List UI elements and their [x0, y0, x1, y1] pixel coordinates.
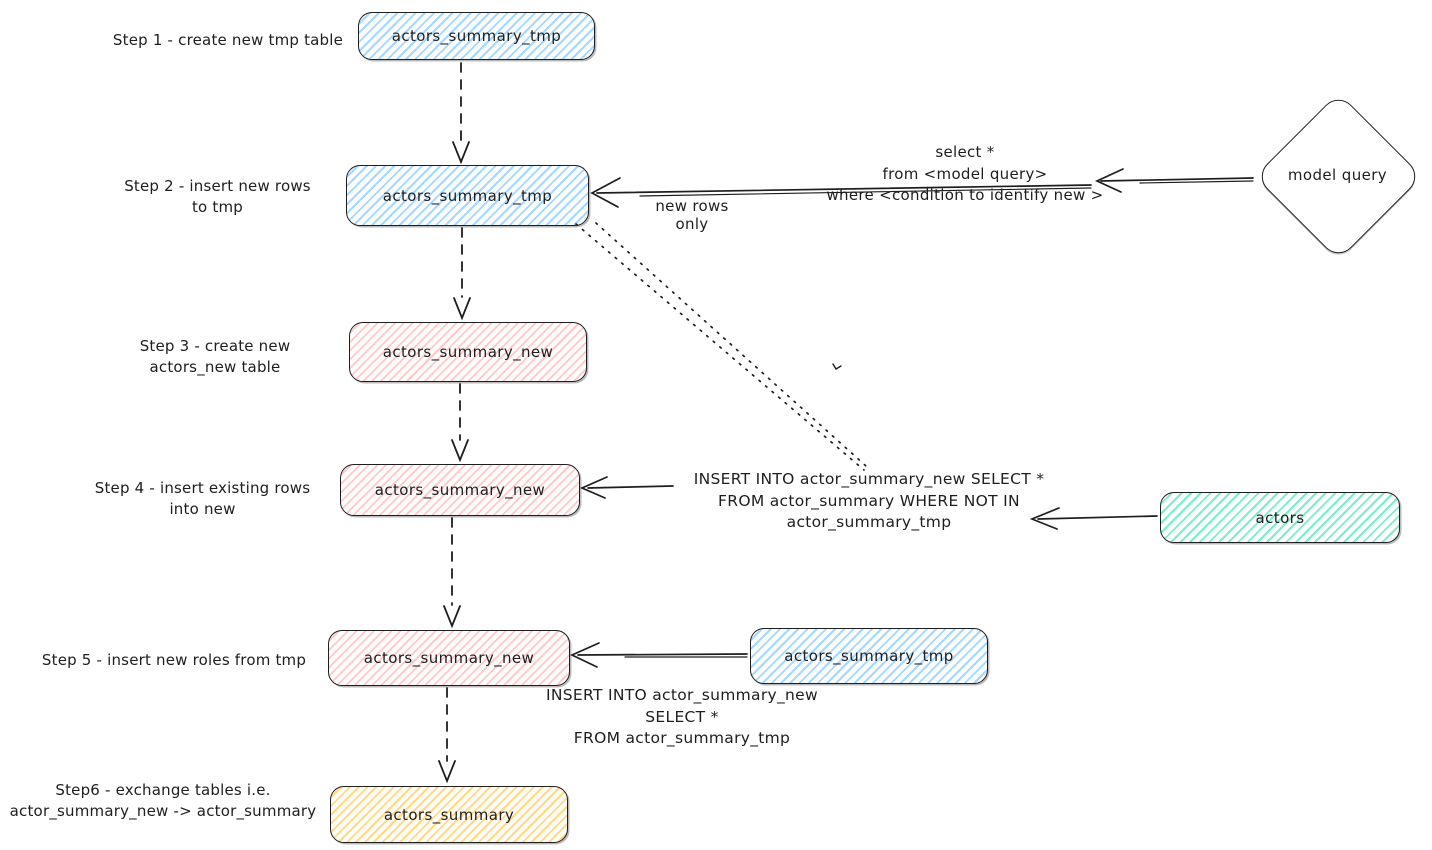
node-new-table-step3: actors_summary_new: [349, 322, 587, 382]
node-new-table-step4-text: actors_summary_new: [374, 481, 546, 499]
insert-new-line2: SELECT *: [645, 707, 719, 726]
insert-existing-annotation: INSERT INTO actor_summary_new SELECT * F…: [678, 469, 1060, 534]
node-new-table-step3-text: actors_summary_new: [382, 343, 554, 361]
insert-existing-line2: FROM actor_summary WHERE NOT IN: [718, 491, 1020, 510]
node-tmp-table-step2: actors_summary_tmp: [346, 165, 589, 226]
arrow-insert-existing-to-new: [579, 476, 674, 499]
node-new-table-step5: actors_summary_new: [328, 630, 570, 686]
new-rows-only-label: new rows only: [655, 197, 729, 233]
stray-mark: [832, 363, 842, 370]
arrow-step1-to-step2: [452, 62, 470, 165]
node-final-table-step6: actors_summary: [330, 786, 568, 843]
step3-label-line2: actors_new table: [149, 358, 281, 376]
select-query-line3: where <condition to identify new >: [826, 186, 1104, 204]
step4-label-line2: into new: [169, 500, 236, 518]
step2-label: Step 2 - insert new rows to tmp: [115, 176, 320, 218]
step4-label: Step 4 - insert existing rows into new: [85, 478, 320, 520]
step1-label: Step 1 - create new tmp table: [98, 30, 358, 51]
insert-new-annotation: INSERT INTO actor_summary_new SELECT * F…: [532, 685, 832, 750]
node-actors-source: actors: [1160, 492, 1400, 543]
step5-label-line: Step 5 - insert new roles from tmp: [41, 651, 307, 669]
node-new-table-step5-text: actors_summary_new: [363, 649, 535, 667]
step2-label-line2: to tmp: [191, 198, 244, 216]
node-tmp-table-step1: actors_summary_tmp: [358, 12, 595, 60]
dotted-link-step2-to-insert-existing: [575, 222, 867, 471]
node-tmp-source-step5: actors_summary_tmp: [750, 628, 988, 684]
step6-label-line2: actor_summary_new -> actor_summary: [9, 802, 317, 820]
insert-existing-line3: actor_summary_tmp: [786, 513, 952, 531]
insert-existing-line1: INSERT INTO actor_summary_new SELECT *: [693, 470, 1045, 488]
step6-label: Step6 - exchange tables i.e. actor_summa…: [2, 780, 324, 822]
arrow-step5-to-step6: [438, 687, 456, 784]
node-tmp-table-step2-text: actors_summary_tmp: [382, 186, 553, 205]
step6-label-line1: Step6 - exchange tables i.e.: [55, 781, 271, 799]
step1-label-line: Step 1 - create new tmp table: [112, 31, 344, 49]
insert-new-line1: INSERT INTO actor_summary_new: [546, 686, 818, 704]
select-query-annotation: select * from <model query> where <condi…: [780, 142, 1150, 207]
step3-label-line1: Step 3 - create new: [139, 337, 291, 355]
step5-label: Step 5 - insert new roles from tmp: [30, 650, 318, 671]
step4-label-line1: Step 4 - insert existing rows: [94, 479, 311, 497]
select-query-line2: from <model query>: [882, 164, 1048, 183]
arrow-tmp-source-to-step5: [569, 642, 748, 668]
insert-new-line3: FROM actor_summary_tmp: [573, 729, 791, 747]
node-final-table-step6-text: actors_summary: [383, 805, 515, 824]
step3-label: Step 3 - create new actors_new table: [110, 336, 320, 378]
node-new-table-step4: actors_summary_new: [340, 464, 580, 516]
node-tmp-source-step5-text: actors_summary_tmp: [784, 647, 954, 665]
model-query-label: model query: [1287, 166, 1388, 184]
step2-label-line1: Step 2 - insert new rows: [124, 177, 311, 195]
node-tmp-table-step1-text: actors_summary_tmp: [391, 27, 562, 45]
arrow-step3-to-step4: [451, 383, 469, 463]
node-actors-source-text: actors: [1255, 508, 1305, 527]
arrow-step2-to-step3: [453, 227, 471, 321]
select-query-line1: select *: [935, 143, 995, 161]
arrow-step4-to-step5: [443, 517, 461, 629]
